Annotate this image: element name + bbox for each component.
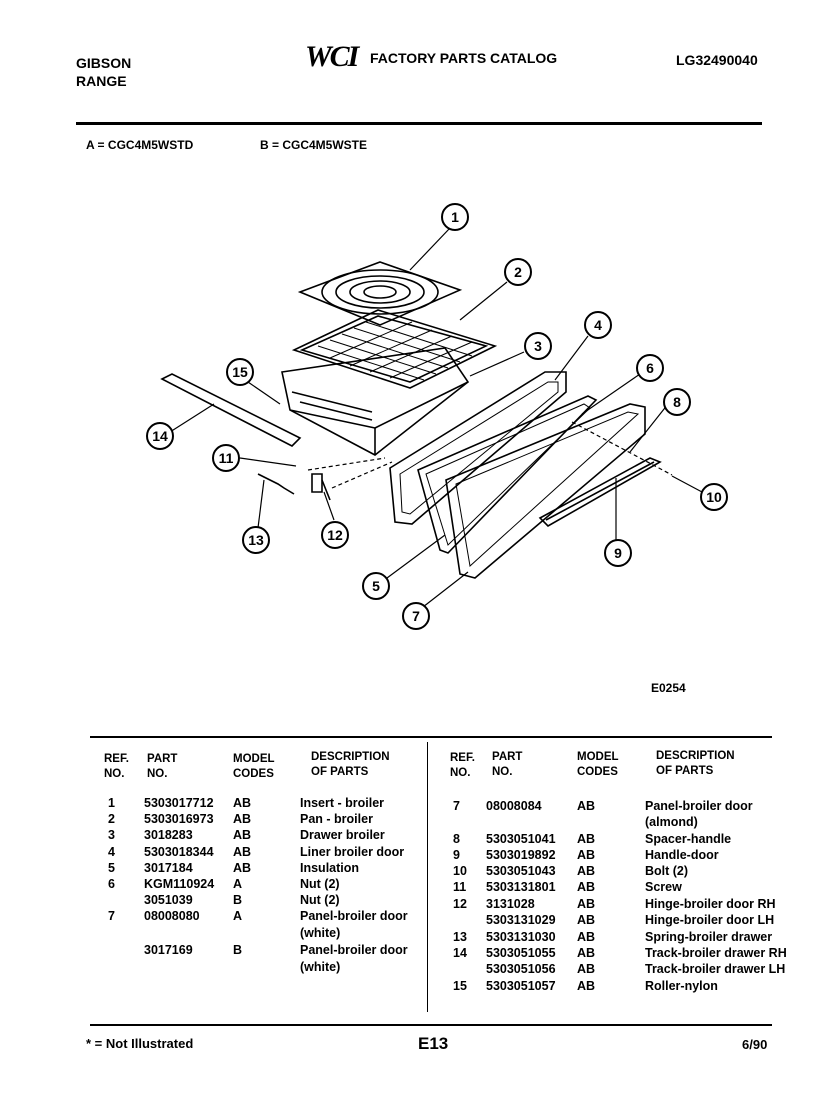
callout-5: 5 bbox=[362, 572, 390, 600]
callout-13: 13 bbox=[242, 526, 270, 554]
svg-text:15: 15 bbox=[232, 364, 248, 380]
svg-text:13: 13 bbox=[248, 532, 264, 548]
model-b: B = CGC4M5WSTE bbox=[260, 138, 368, 152]
model-a: A = CGC4M5WSTD bbox=[86, 138, 194, 152]
callout-7: 7 bbox=[402, 602, 430, 630]
svg-text:14: 14 bbox=[152, 428, 168, 444]
callout-11: 11 bbox=[212, 444, 240, 472]
door-handle-part bbox=[540, 458, 660, 526]
callout-3: 3 bbox=[524, 332, 552, 360]
not-illustrated-note: * = Not Illustrated bbox=[86, 1036, 194, 1051]
catalog-number: LG32490040 bbox=[676, 52, 758, 68]
svg-text:11: 11 bbox=[219, 450, 234, 466]
callout-14: 14 bbox=[146, 422, 174, 450]
insulation-part bbox=[418, 396, 596, 553]
brand-name: GIBSON bbox=[76, 55, 132, 71]
svg-text:10: 10 bbox=[706, 489, 722, 505]
broiler-pan-part bbox=[294, 310, 495, 388]
broiler-drawer-part bbox=[282, 348, 468, 455]
left-ref-header: REF.NO. bbox=[104, 753, 129, 780]
table-top-rule bbox=[90, 736, 772, 738]
brand-block: GIBSON RANGE bbox=[76, 54, 131, 90]
figure-code: E0254 bbox=[651, 681, 686, 695]
table-column-divider bbox=[427, 742, 428, 1012]
svg-text:3: 3 bbox=[534, 338, 542, 354]
svg-text:2: 2 bbox=[514, 264, 522, 280]
svg-text:9: 9 bbox=[614, 545, 622, 561]
callout-10: 10 bbox=[700, 483, 728, 511]
svg-text:4: 4 bbox=[594, 317, 602, 333]
revision-date: 6/90 bbox=[742, 1037, 768, 1052]
svg-text:1: 1 bbox=[451, 209, 459, 225]
footer-rule bbox=[90, 1024, 772, 1026]
svg-text:5: 5 bbox=[372, 578, 380, 594]
svg-text:7: 7 bbox=[412, 608, 420, 624]
callout-2: 2 bbox=[504, 258, 532, 286]
callout-9: 9 bbox=[604, 539, 632, 567]
callout-4: 4 bbox=[584, 311, 612, 339]
track-broiler-drawer-part bbox=[162, 374, 300, 446]
door-liner-part bbox=[390, 372, 566, 524]
header-divider bbox=[76, 122, 762, 125]
callout-6: 6 bbox=[636, 354, 664, 382]
svg-text:8: 8 bbox=[673, 394, 681, 410]
right-ref-header: REF.NO. bbox=[450, 752, 475, 779]
callout-1: 1 bbox=[441, 203, 469, 231]
callout-12: 12 bbox=[321, 521, 349, 549]
broiler-insert-part bbox=[300, 262, 460, 325]
wci-logo: WCI bbox=[305, 40, 359, 73]
svg-text:12: 12 bbox=[327, 527, 343, 543]
callout-8: 8 bbox=[663, 388, 691, 416]
callout-15: 15 bbox=[226, 358, 254, 386]
svg-text:6: 6 bbox=[646, 360, 654, 376]
page-number: E13 bbox=[418, 1034, 449, 1053]
catalog-title: FACTORY PARTS CATALOG bbox=[370, 50, 558, 66]
product-type: RANGE bbox=[76, 73, 127, 89]
exploded-parts-diagram: 1 2 3 4 5 6 7 8 9 10 11 12 13 14 15 bbox=[146, 203, 728, 630]
